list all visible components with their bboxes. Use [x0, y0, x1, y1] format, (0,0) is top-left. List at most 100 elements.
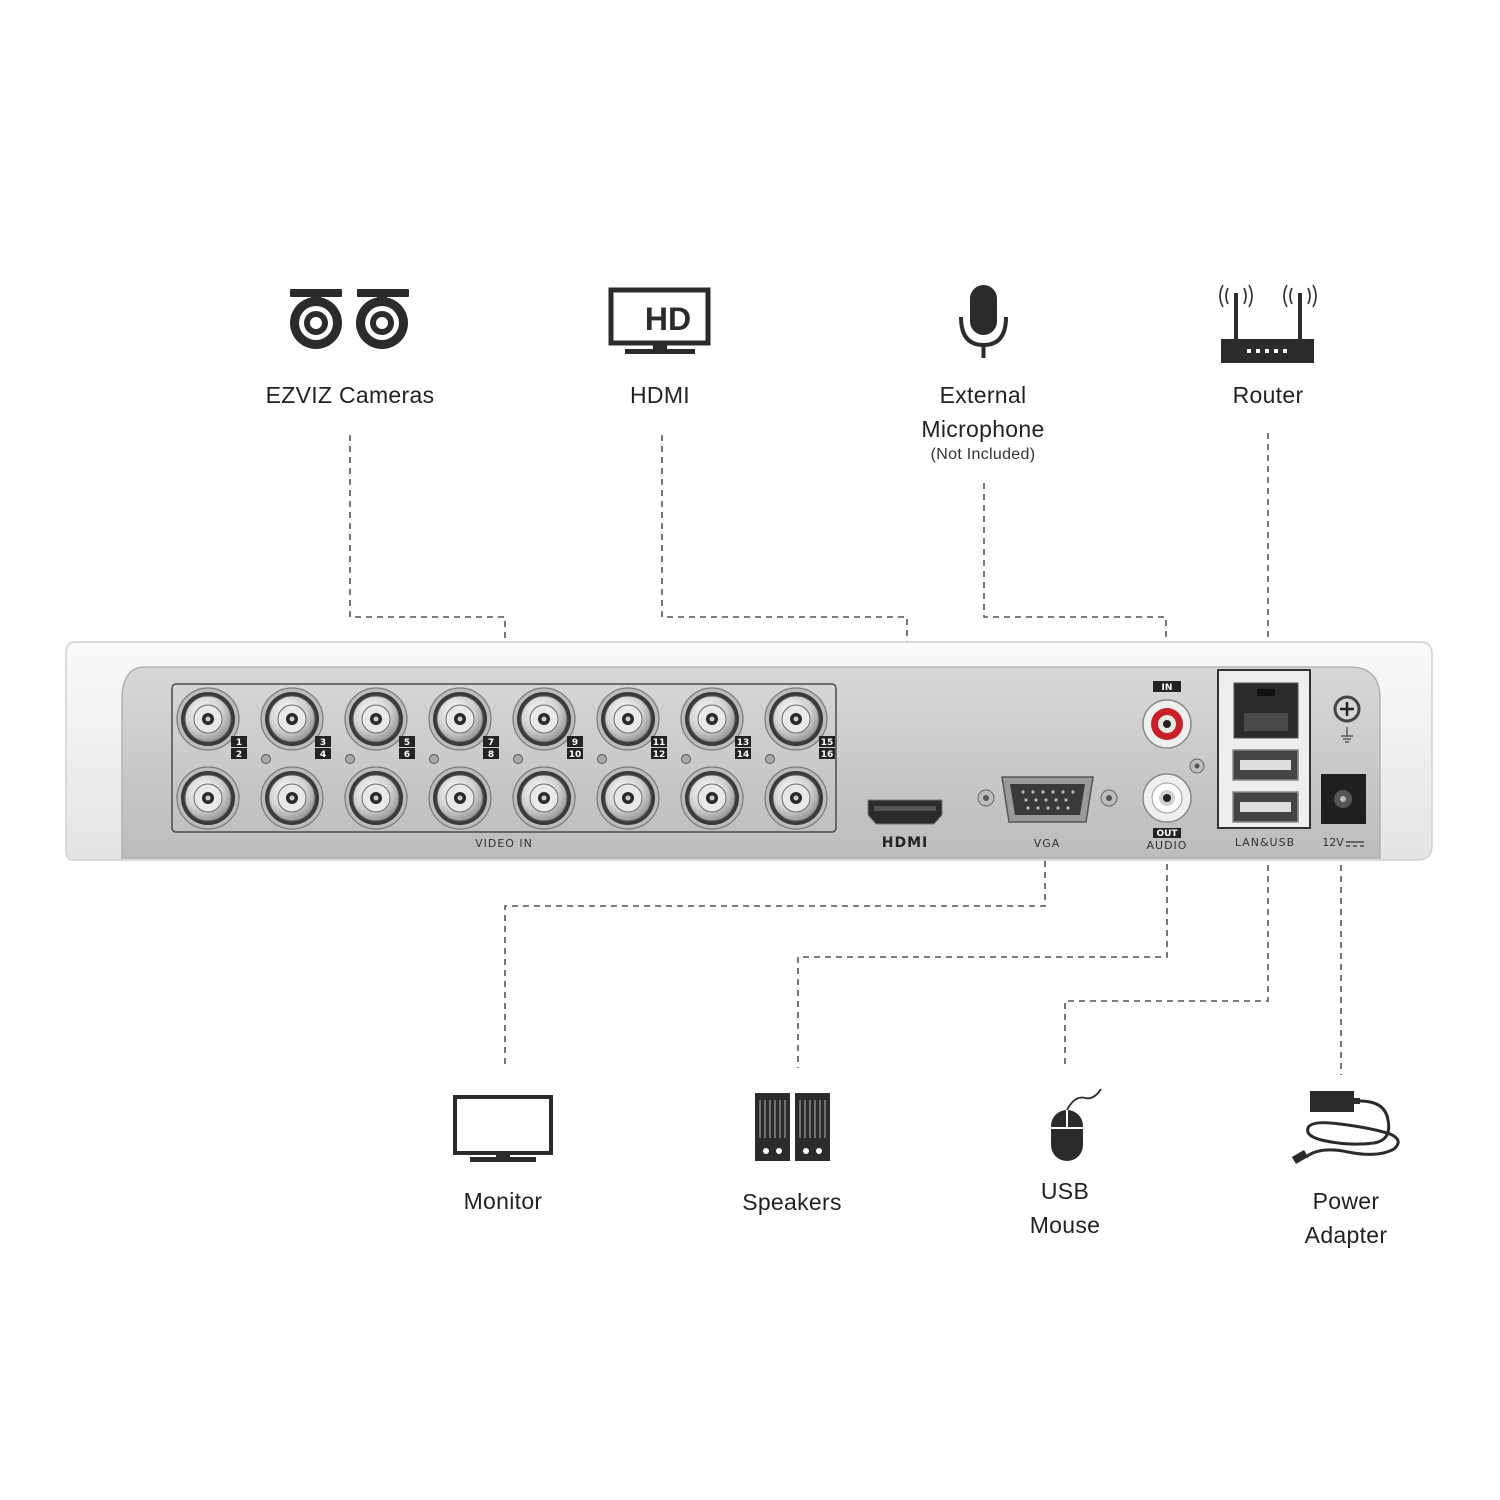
- panel-screw: [513, 754, 523, 764]
- power-adapter-icon: [1291, 1091, 1400, 1164]
- channel-number: 15: [821, 738, 834, 748]
- channel-number: 6: [404, 750, 410, 760]
- label-router: Router: [1232, 382, 1304, 408]
- bnc-connector: [260, 687, 324, 751]
- line-cameras: [349, 435, 506, 685]
- channel-number: 9: [572, 738, 578, 748]
- panel-screw: [681, 754, 691, 764]
- label-hdmi: HDMI: [630, 382, 690, 408]
- bnc-connector: [176, 766, 240, 830]
- monitor-icon: [453, 1095, 553, 1162]
- label-power-adapter-line2: Adapter: [1304, 1222, 1388, 1248]
- channel-number-tag: 5: [399, 736, 415, 748]
- ground-and-power: 12V: [1321, 695, 1366, 849]
- channel-number-tag: 7: [483, 736, 499, 748]
- label-microphone-note: (Not Included): [930, 446, 1036, 463]
- channel-number: 12: [653, 750, 666, 760]
- channel-number-tag: 11: [651, 736, 667, 748]
- speakers-icon: [755, 1093, 830, 1161]
- channel-number: 11: [653, 738, 666, 748]
- channel-number: 13: [737, 738, 750, 748]
- panel-screw: [261, 754, 271, 764]
- channel-number-tag: 3: [315, 736, 331, 748]
- channel-number-tag: 14: [735, 748, 751, 760]
- bnc-connector: [512, 687, 576, 751]
- channel-number: 8: [488, 750, 494, 760]
- bnc-connector: [428, 766, 492, 830]
- bnc-connector: [596, 687, 660, 751]
- bnc-connector: [260, 766, 324, 830]
- bnc-connector: [344, 687, 408, 751]
- bnc-connector: [176, 687, 240, 751]
- audio-out-label: OUT: [1156, 829, 1178, 839]
- channel-number: 7: [488, 738, 494, 748]
- label-usb-mouse-line2: Mouse: [1029, 1212, 1101, 1238]
- audio-ports: IN OUT AUDIO: [1142, 681, 1205, 852]
- label-ezviz-cameras: EZVIZ Cameras: [265, 382, 435, 408]
- hdmi-port-label: HDMI: [882, 835, 928, 851]
- channel-number: 4: [320, 750, 326, 760]
- vga-port-label: VGA: [1034, 837, 1061, 850]
- label-power-adapter-line1: Power: [1312, 1188, 1380, 1214]
- bnc-connector: [764, 687, 828, 751]
- line-speakers: [797, 853, 1168, 1068]
- router-icon: [1219, 284, 1317, 363]
- channel-number-tag: 4: [315, 748, 331, 760]
- channel-number: 2: [236, 750, 242, 760]
- hd-tv-icon-text: HD: [645, 301, 691, 337]
- channel-number-tag: 2: [231, 748, 247, 760]
- bnc-connector: [680, 766, 744, 830]
- channel-number-tag: 1: [231, 736, 247, 748]
- label-usb-mouse: USB Mouse: [965, 1174, 1165, 1242]
- channel-number-tag: 10: [567, 748, 583, 760]
- panel-screw: [597, 754, 607, 764]
- channel-number: 5: [404, 738, 410, 748]
- audio-label: AUDIO: [1147, 839, 1188, 852]
- channel-number-tag: 8: [483, 748, 499, 760]
- label-external-microphone-line2: Microphone: [921, 416, 1045, 442]
- panel-screw: [765, 754, 775, 764]
- bnc-connector: [512, 766, 576, 830]
- label-external-microphone-line1: External: [939, 382, 1027, 408]
- channel-number: 16: [821, 750, 834, 760]
- channel-number: 1: [236, 738, 242, 748]
- camera-pair-icon: [290, 289, 409, 349]
- microphone-icon: [959, 285, 1008, 358]
- mouse-icon: [1051, 1088, 1102, 1161]
- channel-number: 14: [737, 750, 750, 760]
- channel-number-tag: 15: [819, 736, 835, 748]
- label-speakers: Speakers: [742, 1189, 842, 1215]
- channel-number: 10: [569, 750, 582, 760]
- channel-number-tag: 12: [651, 748, 667, 760]
- label-usb-mouse-line1: USB: [1040, 1178, 1090, 1204]
- channel-number-tag: 13: [735, 736, 751, 748]
- panel-screw: [345, 754, 355, 764]
- bnc-connector: [344, 766, 408, 830]
- bnc-connector: [428, 687, 492, 751]
- video-in-label: VIDEO IN: [475, 837, 533, 850]
- hd-tv-icon: HD: [608, 287, 711, 354]
- label-external-microphone: External Microphone (Not Included): [870, 378, 1096, 464]
- vga-port: VGA: [977, 776, 1118, 850]
- bnc-connector: [596, 766, 660, 830]
- channel-number-tag: 9: [567, 736, 583, 748]
- channel-number: 3: [320, 738, 326, 748]
- channel-number-tag: 6: [399, 748, 415, 760]
- bnc-connectors: [176, 687, 828, 830]
- lan-usb-label: LAN&USB: [1235, 836, 1295, 849]
- video-in-bay: [171, 683, 837, 833]
- power-jack-label: 12V: [1322, 836, 1344, 849]
- channel-number-tag: 16: [819, 748, 835, 760]
- audio-in-label: IN: [1162, 683, 1173, 693]
- panel-screw: [429, 754, 439, 764]
- hdmi-port: HDMI: [867, 799, 943, 851]
- label-monitor: Monitor: [463, 1188, 543, 1214]
- bnc-connector: [680, 687, 744, 751]
- bnc-connector: [764, 766, 828, 830]
- lan-usb-ports: LAN&USB: [1217, 669, 1311, 849]
- label-power-adapter: Power Adapter: [1246, 1184, 1446, 1252]
- line-monitor: [504, 850, 1046, 1068]
